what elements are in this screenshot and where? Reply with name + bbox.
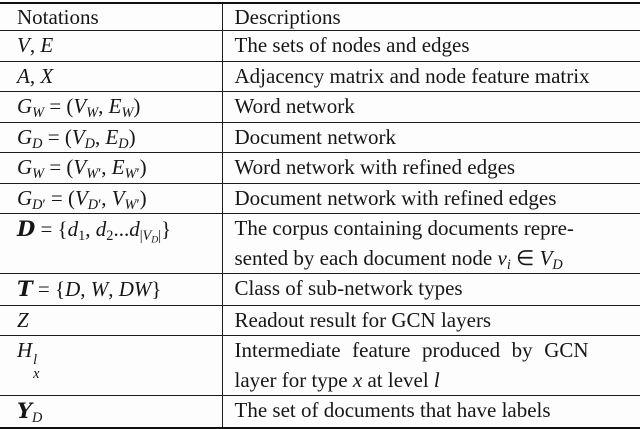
table-row: GW = (VW′, EW′)Word network with refined…: [0, 152, 640, 184]
notation-cell: GD = (VD, ED): [0, 122, 223, 153]
table-row: GW = (VW, EW)Word network: [0, 91, 640, 123]
notation-cell: GW = (VW′, EW′): [0, 152, 223, 184]
description-cell: Document network with refined edges: [222, 183, 640, 214]
notation-cell: T = {D, W, DW}: [0, 273, 223, 306]
description-cell: Word network: [222, 91, 640, 123]
description-cell: Adjacency matrix and node feature matrix: [222, 61, 640, 92]
notation-cell: V, E: [0, 30, 223, 62]
notation-cell: GW = (VW, EW): [0, 91, 223, 123]
table-row: D = {d1, d2...d|VD|}The corpus containin…: [0, 213, 640, 274]
description-cell: The set of documents that have labels: [234, 398, 551, 422]
notation-cell: A, X: [0, 61, 223, 92]
header-row: Notations Descriptions: [0, 3, 640, 31]
notation-cell: GD′ = (VD′, VW′): [0, 183, 223, 214]
description-cell: The corpus containing documents repre-se…: [222, 213, 640, 274]
table-row: T = {D, W, DW}Class of sub-network types: [0, 273, 640, 306]
notation-cell: Z: [0, 305, 223, 336]
description-cell: Document network: [222, 122, 640, 153]
description-cell: Readout result for GCN layers: [222, 305, 640, 336]
notation-cell: YD: [0, 395, 223, 428]
col-header-descriptions: Descriptions: [222, 3, 640, 31]
description-cell: Word network with refined edges: [222, 152, 640, 184]
description-cell: The sets of nodes and edges: [222, 30, 640, 62]
col-header-notations: Notations: [0, 3, 223, 31]
description-cell: Class of sub-network types: [222, 273, 640, 306]
table-row: YD The set of documents that have labels: [0, 395, 640, 428]
table-row: GD′ = (VD′, VW′)Document network with re…: [0, 183, 640, 214]
notation-cell: D = {d1, d2...d|VD|}: [0, 213, 223, 274]
table-row: GD = (VD, ED)Document network: [0, 122, 640, 153]
